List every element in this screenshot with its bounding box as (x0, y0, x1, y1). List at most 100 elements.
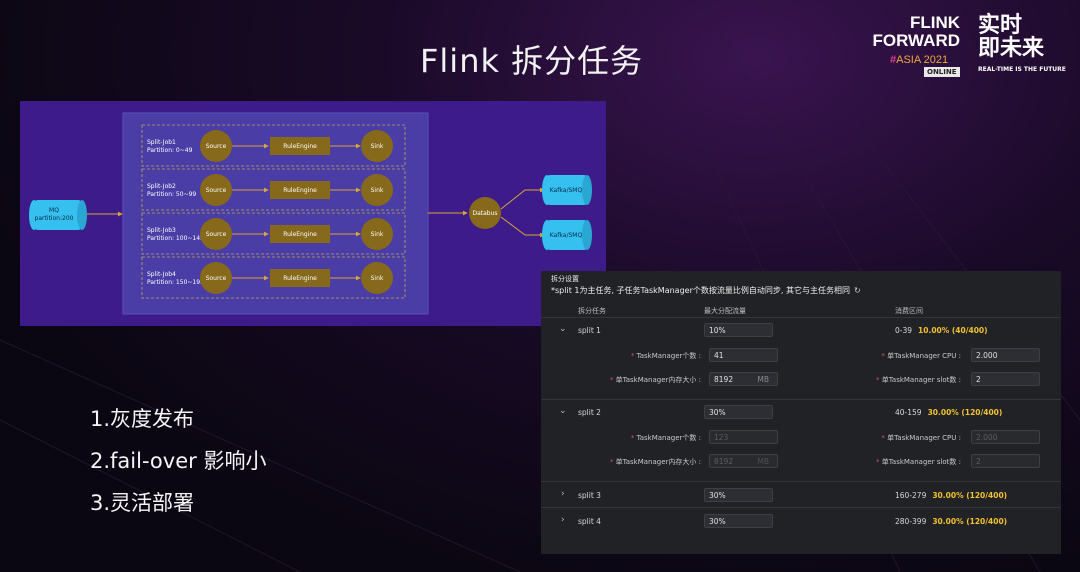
flink-forward-logo: FLINK FORWARD #ASIA 2021 ONLINE 实时 即未来 R… (864, 14, 1066, 77)
mq-sub: partition:200 (35, 215, 74, 222)
tm-mem-label: * 单TaskManager内存大小 : (609, 458, 701, 466)
row-divider (541, 399, 1061, 400)
chevron-right-icon[interactable]: › (561, 489, 565, 499)
source-label: Source (206, 187, 227, 194)
panel-description: *split 1为主任务, 子任务TaskManager个数按流量比例自动同步,… (551, 285, 861, 296)
split-job-box (141, 168, 406, 211)
sink-node (361, 130, 393, 162)
source-label: Source (206, 275, 227, 282)
edge-databus-to-out1 (500, 187, 545, 210)
sink-label: Sink (371, 187, 384, 194)
mem-unit: MB (757, 375, 769, 384)
split-name: split 2 (578, 408, 601, 417)
logo-tagline: REAL-TIME IS THE FUTURE (978, 66, 1066, 73)
rule-engine-node (270, 181, 330, 199)
logo-chinese: 实时 即未来 (978, 14, 1048, 60)
tm-slot-input-disabled: 2 (971, 454, 1040, 468)
range-value: 0-39 (895, 326, 913, 335)
tm-mem-value: 8192 (714, 457, 734, 466)
source-label: Source (206, 143, 227, 150)
flow-input[interactable]: 30% (704, 488, 773, 502)
split-job-name: Split-Job2 (147, 183, 176, 190)
range-value: 280-399 (895, 517, 927, 526)
tm-count-label-text: TaskManager个数 : (636, 352, 701, 360)
split-name: split 3 (578, 491, 601, 500)
output-label-1: Kafka/SMQ (550, 187, 583, 194)
logo-asia: #ASIA 2021 (890, 54, 948, 66)
split-job-box (141, 124, 406, 167)
split-job-partition: Partition: 0~49 (147, 147, 193, 154)
sink-label: Sink (371, 143, 384, 150)
tm-slot-input[interactable]: 2 (971, 372, 1040, 386)
tm-slot-label-text: 单TaskManager slot数 : (881, 376, 961, 384)
flow-input[interactable]: 30% (704, 405, 773, 419)
source-node (200, 130, 232, 162)
edge-databus-to-out2 (500, 216, 545, 238)
source-node (200, 262, 232, 294)
logo-cn-line2: 即未来 (978, 36, 1045, 61)
split-job-name: Split-Job1 (147, 139, 176, 146)
tm-cpu-input[interactable]: 2.000 (971, 348, 1040, 362)
chevron-down-icon[interactable]: ⌄ (559, 406, 567, 416)
rule-engine-node (270, 269, 330, 287)
source-label: Source (206, 231, 227, 238)
tm-count-input[interactable]: 41 (709, 348, 778, 362)
source-node (200, 218, 232, 250)
source-node (200, 174, 232, 206)
tm-count-label-text: TaskManager个数 : (636, 434, 701, 442)
range-percent: 30.00% (120/400) (932, 491, 1008, 500)
tm-mem-input[interactable]: 8192 MB (709, 372, 778, 386)
logo-line-flink: FLINK (909, 13, 960, 32)
range-percent: 10.00% (40/400) (918, 326, 988, 335)
output-label-2: Kafka/SMQ (550, 232, 583, 239)
flow-input[interactable]: 30% (704, 514, 773, 528)
split-name: split 4 (578, 517, 601, 526)
bullet-list: 1.灰度发布 2.fail-over 影响小 3.灵活部署 (90, 398, 266, 524)
tm-mem-input-disabled: 8192 MB (709, 454, 778, 468)
rule-engine-node (270, 225, 330, 243)
logo-asia-text: ASIA 2021 (896, 54, 949, 66)
panel-description-text: *split 1为主任务, 子任务TaskManager个数按流量比例自动同步,… (551, 286, 850, 295)
range-percent: 30.00% (120/400) (927, 408, 1003, 417)
chevron-down-icon[interactable]: ⌄ (559, 324, 567, 334)
logo-wordmark: FLINK FORWARD (864, 14, 960, 50)
mem-unit: MB (757, 457, 769, 466)
flow-input[interactable]: 10% (704, 323, 773, 337)
sink-node (361, 218, 393, 250)
range-cell: 0-39 10.00% (40/400) (895, 326, 988, 335)
col-header-range: 消费区间 (895, 307, 923, 315)
sink-node (361, 174, 393, 206)
databus-label: Databus (472, 210, 497, 217)
range-cell: 40-159 30.00% (120/400) (895, 408, 1002, 417)
output-cylinder-1 (542, 175, 592, 205)
row-divider (541, 481, 1061, 482)
databus-node (469, 197, 501, 229)
sink-label: Sink (371, 275, 384, 282)
chevron-right-icon[interactable]: › (561, 515, 565, 525)
row-divider (541, 507, 1061, 508)
slide-title: Flink 拆分任务 (420, 42, 644, 80)
split-job-box (141, 256, 406, 299)
bullet-item: 1.灰度发布 (90, 407, 195, 431)
tm-cpu-label: * 单TaskManager CPU : (881, 352, 961, 360)
split-job-name: Split-Job3 (147, 227, 176, 234)
tm-cpu-label-text: 单TaskManager CPU : (887, 434, 961, 442)
rule-engine-label: RuleEngine (283, 275, 317, 282)
refresh-icon[interactable]: ↻ (853, 286, 861, 295)
mq-label: MQ (49, 207, 59, 214)
split-job-box (141, 212, 406, 255)
sink-node (361, 262, 393, 294)
rule-engine-label: RuleEngine (283, 143, 317, 150)
tm-slot-label: * 单TaskManager slot数 : (876, 376, 961, 384)
range-value: 40-159 (895, 408, 922, 417)
output-cylinder-2 (542, 220, 592, 250)
split-name: split 1 (578, 326, 601, 335)
tm-mem-value: 8192 (714, 375, 734, 384)
tm-cpu-label-text: 单TaskManager CPU : (887, 352, 961, 360)
split-job-partition: Partition: 150~199 (147, 279, 204, 286)
tm-count-input-disabled: 123 (709, 430, 778, 444)
header-divider (541, 317, 1061, 318)
